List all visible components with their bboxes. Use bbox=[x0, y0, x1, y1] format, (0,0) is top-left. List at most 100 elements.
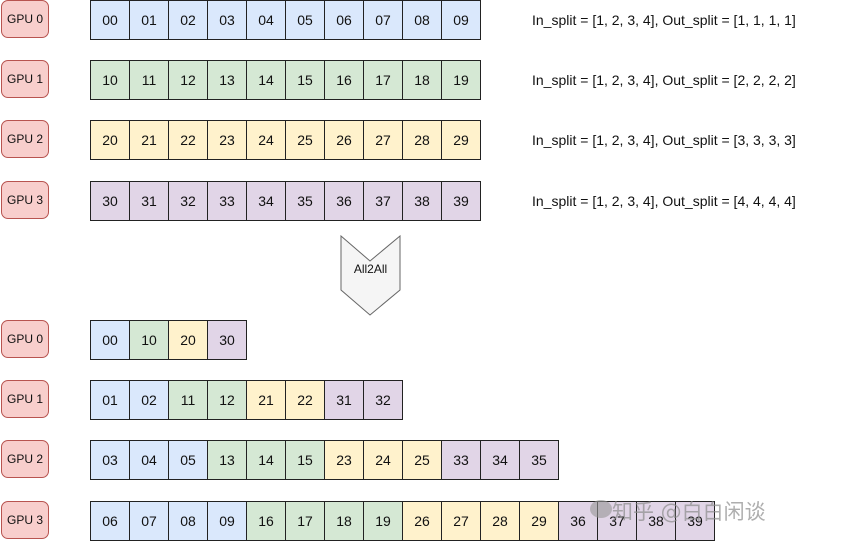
data-chunk: 29 bbox=[519, 501, 559, 541]
data-chunk: 23 bbox=[324, 440, 364, 480]
all2all-label: All2All bbox=[353, 262, 388, 276]
data-chunk: 18 bbox=[324, 501, 364, 541]
data-chunk: 32 bbox=[168, 181, 208, 221]
data-chunk: 11 bbox=[129, 60, 169, 100]
data-chunk: 20 bbox=[168, 320, 208, 360]
data-chunk: 05 bbox=[285, 0, 325, 40]
data-chunk: 08 bbox=[168, 501, 208, 541]
watermark: 知乎 @白白闲谈 bbox=[612, 500, 766, 524]
data-chunk: 34 bbox=[480, 440, 520, 480]
data-chunk: 02 bbox=[129, 380, 169, 420]
data-chunk: 36 bbox=[324, 181, 364, 221]
data-chunk: 19 bbox=[441, 60, 481, 100]
data-chunk: 32 bbox=[363, 380, 403, 420]
data-chunk: 04 bbox=[129, 440, 169, 480]
data-chunk: 21 bbox=[246, 380, 286, 420]
data-chunk: 27 bbox=[441, 501, 481, 541]
data-chunk: 23 bbox=[207, 120, 247, 160]
before-gpu-label-2: GPU 2 bbox=[1, 120, 49, 158]
data-chunk: 34 bbox=[246, 181, 286, 221]
all2all-arrow-icon bbox=[340, 235, 401, 316]
data-chunk: 33 bbox=[441, 440, 481, 480]
data-chunk: 10 bbox=[129, 320, 169, 360]
after-gpu-label-3: GPU 3 bbox=[1, 501, 49, 539]
split-annotation: In_split = [1, 2, 3, 4], Out_split = [2,… bbox=[532, 72, 796, 88]
data-chunk: 12 bbox=[168, 60, 208, 100]
before-gpu-label-0: GPU 0 bbox=[1, 0, 49, 38]
split-annotation: In_split = [1, 2, 3, 4], Out_split = [3,… bbox=[532, 132, 796, 148]
data-chunk: 22 bbox=[168, 120, 208, 160]
after-gpu-label-2: GPU 2 bbox=[1, 440, 49, 478]
data-chunk: 15 bbox=[285, 440, 325, 480]
data-chunk: 30 bbox=[90, 181, 130, 221]
data-chunk: 28 bbox=[402, 120, 442, 160]
before-gpu-label-1: GPU 1 bbox=[1, 60, 49, 98]
data-chunk: 06 bbox=[90, 501, 130, 541]
data-chunk: 12 bbox=[207, 380, 247, 420]
data-chunk: 16 bbox=[246, 501, 286, 541]
data-chunk: 22 bbox=[285, 380, 325, 420]
data-chunk: 13 bbox=[207, 440, 247, 480]
data-chunk: 03 bbox=[90, 440, 130, 480]
data-chunk: 30 bbox=[207, 320, 247, 360]
wechat-watermark-icon bbox=[590, 500, 612, 518]
data-chunk: 24 bbox=[246, 120, 286, 160]
data-chunk: 33 bbox=[207, 181, 247, 221]
data-chunk: 00 bbox=[90, 0, 130, 40]
data-chunk: 01 bbox=[90, 380, 130, 420]
split-annotation: In_split = [1, 2, 3, 4], Out_split = [4,… bbox=[532, 193, 796, 209]
data-chunk: 31 bbox=[129, 181, 169, 221]
split-annotation: In_split = [1, 2, 3, 4], Out_split = [1,… bbox=[532, 12, 796, 28]
after-gpu-label-1: GPU 1 bbox=[1, 380, 49, 418]
data-chunk: 28 bbox=[480, 501, 520, 541]
data-chunk: 07 bbox=[129, 501, 169, 541]
data-chunk: 10 bbox=[90, 60, 130, 100]
data-chunk: 31 bbox=[324, 380, 364, 420]
data-chunk: 39 bbox=[441, 181, 481, 221]
data-chunk: 16 bbox=[324, 60, 364, 100]
data-chunk: 17 bbox=[363, 60, 403, 100]
data-chunk: 19 bbox=[363, 501, 403, 541]
data-chunk: 20 bbox=[90, 120, 130, 160]
data-chunk: 14 bbox=[246, 60, 286, 100]
data-chunk: 38 bbox=[636, 501, 676, 541]
data-chunk: 35 bbox=[285, 181, 325, 221]
data-chunk: 17 bbox=[285, 501, 325, 541]
data-chunk: 21 bbox=[129, 120, 169, 160]
data-chunk: 08 bbox=[402, 0, 442, 40]
data-chunk: 02 bbox=[168, 0, 208, 40]
after-gpu-label-0: GPU 0 bbox=[1, 320, 49, 358]
data-chunk: 39 bbox=[675, 501, 715, 541]
data-chunk: 35 bbox=[519, 440, 559, 480]
data-chunk: 18 bbox=[402, 60, 442, 100]
data-chunk: 09 bbox=[441, 0, 481, 40]
data-chunk: 03 bbox=[207, 0, 247, 40]
data-chunk: 06 bbox=[324, 0, 364, 40]
data-chunk: 15 bbox=[285, 60, 325, 100]
data-chunk: 01 bbox=[129, 0, 169, 40]
data-chunk: 07 bbox=[363, 0, 403, 40]
data-chunk: 29 bbox=[441, 120, 481, 160]
data-chunk: 27 bbox=[363, 120, 403, 160]
data-chunk: 38 bbox=[402, 181, 442, 221]
data-chunk: 04 bbox=[246, 0, 286, 40]
data-chunk: 25 bbox=[285, 120, 325, 160]
data-chunk: 09 bbox=[207, 501, 247, 541]
data-chunk: 05 bbox=[168, 440, 208, 480]
data-chunk: 13 bbox=[207, 60, 247, 100]
before-gpu-label-3: GPU 3 bbox=[1, 181, 49, 219]
data-chunk: 24 bbox=[363, 440, 403, 480]
data-chunk: 37 bbox=[363, 181, 403, 221]
data-chunk: 26 bbox=[402, 501, 442, 541]
data-chunk: 25 bbox=[402, 440, 442, 480]
data-chunk: 26 bbox=[324, 120, 364, 160]
data-chunk: 00 bbox=[90, 320, 130, 360]
data-chunk: 11 bbox=[168, 380, 208, 420]
